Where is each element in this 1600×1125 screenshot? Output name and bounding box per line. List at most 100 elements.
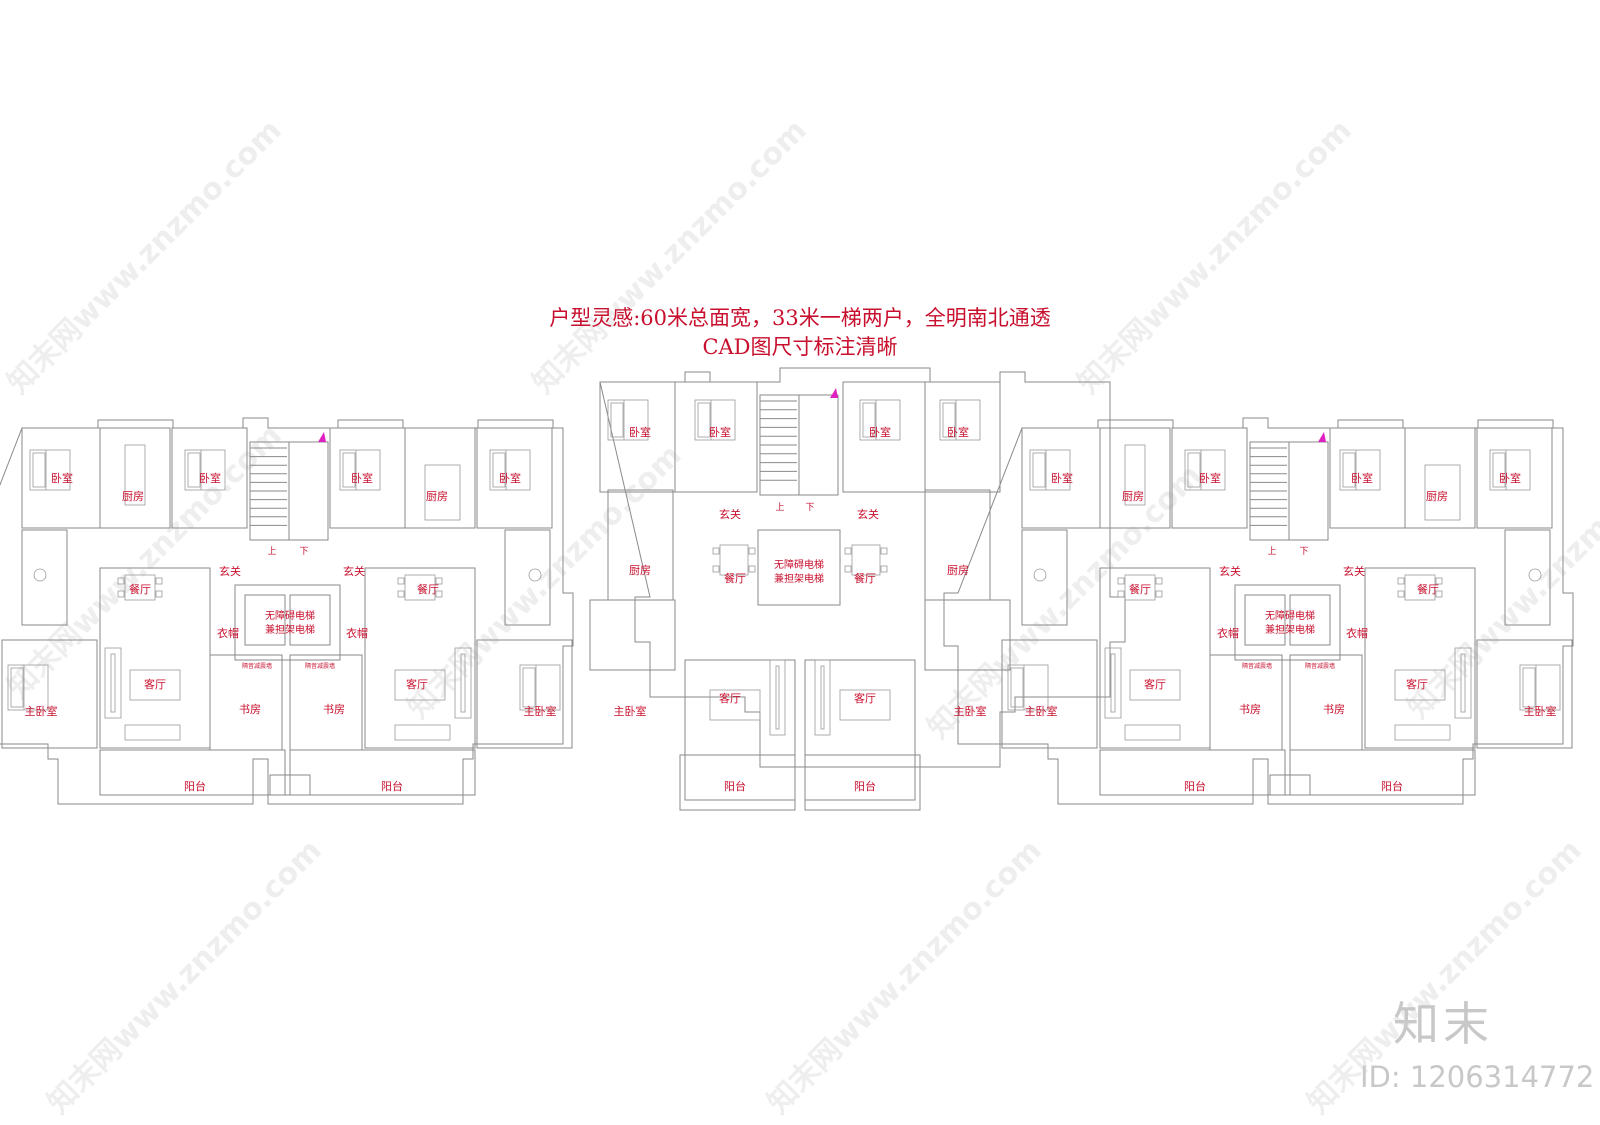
wall-outline	[0, 417, 574, 805]
watermark-text: 知末网www.znzmo.com	[41, 833, 329, 1121]
pillow	[522, 667, 536, 708]
sofa-seat	[820, 665, 825, 730]
coffee-table	[1129, 669, 1181, 701]
sofa	[104, 647, 122, 719]
room-label-foyer: 玄关	[1343, 564, 1365, 578]
chair	[1397, 577, 1405, 585]
room-label-stair_down: 下	[805, 503, 814, 513]
toilet	[1528, 568, 1542, 582]
chair	[880, 565, 888, 573]
bed	[694, 399, 736, 441]
kitchen-wall	[404, 427, 476, 529]
room-label-elevator_line1: 无障碍电梯	[774, 558, 824, 571]
kitchen-wall	[924, 489, 991, 601]
bed	[1007, 664, 1049, 711]
master-wall	[1, 639, 98, 749]
room-label-bedroom: 卧室	[869, 425, 891, 439]
room-label-bedroom: 卧室	[947, 425, 969, 439]
chair	[844, 547, 852, 555]
kitchen-wall	[99, 427, 171, 529]
pillow	[1187, 452, 1201, 488]
chair	[435, 577, 443, 585]
kitchen-wall	[1099, 427, 1171, 529]
entry-marker	[830, 388, 838, 398]
room-label-elevator_line2: 兼担架电梯	[774, 572, 824, 585]
kitchen-counter	[424, 464, 461, 521]
room-label-bedroom: 卧室	[709, 425, 731, 439]
chair	[1117, 577, 1125, 585]
room-label-kitchen: 厨房	[947, 564, 969, 577]
room-label-bedroom: 卧室	[351, 471, 373, 485]
ac-unit	[1269, 774, 1311, 796]
chair	[117, 590, 125, 598]
bedroom-wall	[674, 381, 758, 493]
sofa	[814, 659, 831, 736]
master-wall	[476, 639, 573, 749]
pillow	[1010, 667, 1024, 708]
plan-subtitle: CAD图尺寸标注清晰	[702, 335, 898, 359]
room-label-wall_note: 隔音减震墙	[242, 662, 272, 670]
balcony	[1289, 749, 1476, 796]
room-label-living: 客厅	[1406, 677, 1428, 691]
dining-table	[124, 574, 156, 601]
chair	[712, 565, 720, 573]
pillow	[862, 402, 876, 438]
bed	[184, 449, 226, 491]
room-label-dining: 餐厅	[417, 582, 439, 596]
bed	[1519, 664, 1561, 711]
chair	[748, 565, 756, 573]
room-label-elevator_line1: 无障碍电梯	[265, 609, 315, 622]
coffee-table	[1394, 669, 1446, 701]
chair	[397, 590, 405, 598]
balcony	[1099, 749, 1286, 796]
tv-stand	[1124, 724, 1181, 741]
bed	[1029, 449, 1071, 491]
chair	[1117, 590, 1125, 598]
bathroom	[21, 529, 68, 626]
toilet	[528, 568, 542, 582]
room-label-bedroom: 卧室	[1351, 471, 1373, 485]
tv-stand	[1394, 724, 1451, 741]
dining-table	[719, 544, 749, 576]
room-label-kitchen: 厨房	[1122, 490, 1144, 503]
room-label-foyer: 玄关	[1219, 564, 1241, 578]
room-label-dining: 餐厅	[724, 571, 746, 585]
room-label-elevator_line1: 无障碍电梯	[1265, 609, 1315, 622]
room-label-living: 客厅	[719, 691, 741, 705]
room-label-bedroom: 卧室	[1051, 471, 1073, 485]
bedroom-wall	[171, 427, 248, 529]
room-label-kitchen: 厨房	[1426, 490, 1448, 503]
room-label-kitchen: 厨房	[629, 564, 651, 577]
ac-unit	[269, 774, 311, 796]
coffee-table	[709, 689, 761, 721]
room-label-kitchen: 厨房	[426, 490, 448, 503]
room-label-study: 书房	[323, 703, 345, 716]
chair	[117, 577, 125, 585]
chair	[748, 547, 756, 555]
entry-marker	[318, 432, 326, 442]
brand-logo: 知末	[1393, 997, 1493, 1051]
room-label-dining: 餐厅	[854, 571, 876, 585]
room-label-dining: 餐厅	[1417, 582, 1439, 596]
toilet	[1033, 568, 1047, 582]
sofa-seat	[110, 653, 116, 713]
bed	[7, 664, 49, 711]
chair	[1435, 577, 1443, 585]
pillow	[697, 402, 711, 438]
sofa	[769, 659, 786, 736]
bed	[519, 664, 561, 711]
sofa-seat	[460, 653, 466, 713]
toilet	[33, 568, 47, 582]
elevator-car	[1244, 594, 1286, 646]
balcony	[289, 749, 476, 796]
elevator-car	[289, 594, 331, 646]
bed	[607, 399, 649, 441]
dining-table	[1124, 574, 1156, 601]
bathroom	[924, 599, 1011, 671]
room-labels-layer: 卧室厨房卧室卧室厨房卧室上下玄关玄关餐厅餐厅无障碍电梯兼担架电梯衣帽衣帽隔音减震…	[25, 425, 1557, 793]
coffee-table	[839, 689, 891, 721]
tv-stand	[124, 724, 181, 741]
furniture-layer	[7, 399, 1561, 741]
room-label-master_bedroom: 主卧室	[1524, 704, 1557, 718]
